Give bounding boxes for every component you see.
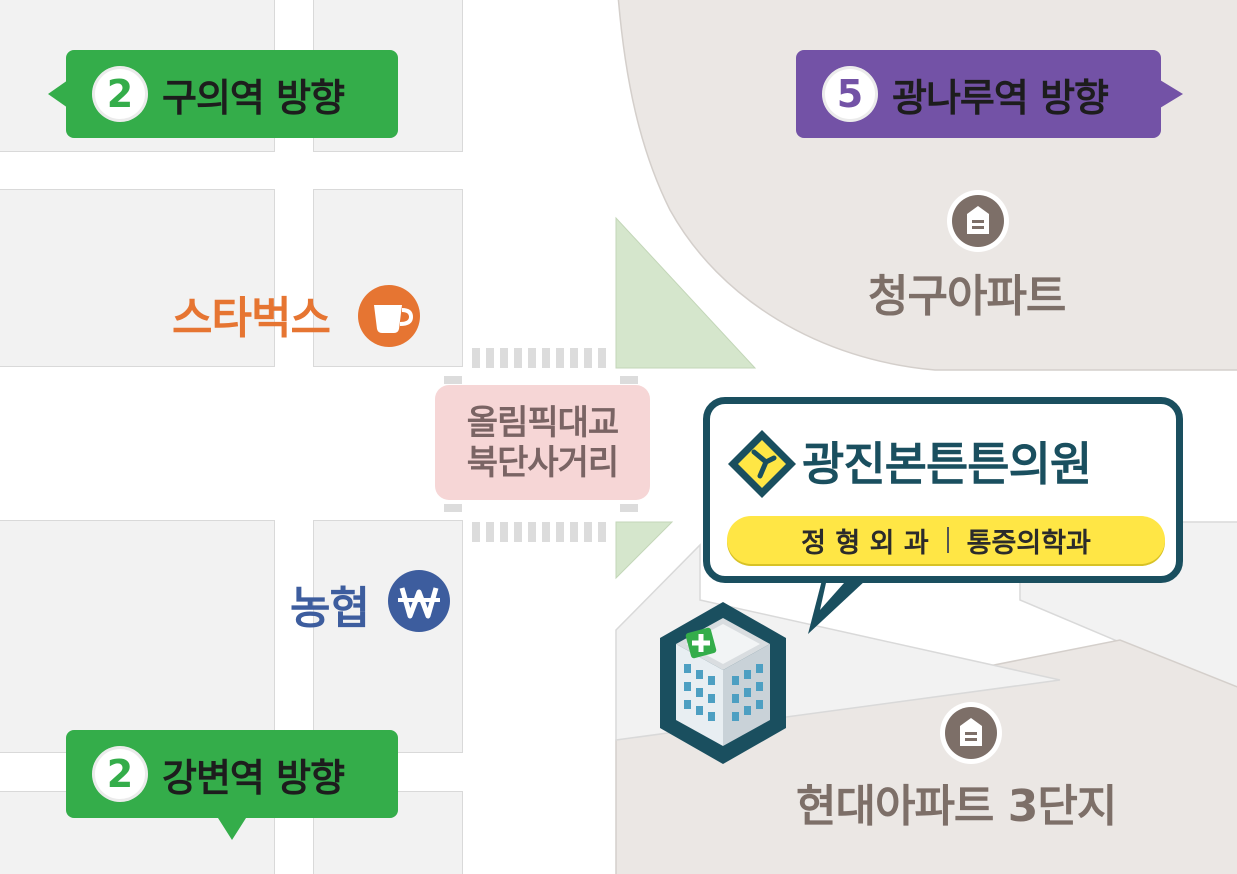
hospital-building-icon	[660, 602, 786, 764]
dept-pain-medicine: 통증의학과	[966, 527, 1091, 559]
direction-label: 강변역 방향	[162, 755, 345, 800]
cheonggu-apartment-label: 청구아파트	[868, 271, 1066, 322]
won-icon	[388, 570, 450, 632]
crosswalk-south	[472, 522, 606, 542]
intersection-line1: 올림픽대교	[466, 402, 619, 443]
city-block	[313, 520, 463, 753]
apartment-icon	[940, 702, 1002, 764]
hyundai-estate-area	[615, 639, 1237, 874]
green-area	[615, 216, 757, 369]
line2-badge: 2	[92, 746, 148, 802]
callout-pointer	[808, 580, 866, 634]
intersection-line2: 북단사거리	[466, 442, 619, 483]
green-area	[615, 521, 674, 580]
divider	[946, 527, 949, 553]
direction-label: 구의역 방향	[162, 75, 345, 120]
city-block	[0, 520, 275, 753]
arrow-right-icon	[1160, 80, 1183, 108]
apartment-icon	[947, 190, 1009, 252]
gwangnaru-station-direction: 5 광나루역 방향	[796, 50, 1161, 138]
nonghyup-label: 농협	[290, 583, 370, 634]
starbucks-label: 스타벅스	[172, 293, 331, 344]
crosswalk-north	[472, 348, 606, 368]
knee-logo-icon	[728, 430, 796, 498]
dept-orthopedics: 정 형 외 과	[801, 527, 929, 559]
intersection-label: 올림픽대교 북단사거리	[435, 385, 650, 500]
callout-pointer	[820, 574, 852, 610]
hyundai-apartment-label: 현대아파트 3단지	[796, 781, 1117, 832]
line5-badge: 5	[822, 66, 878, 122]
gangbyeon-station-direction: 2 강변역 방향	[66, 730, 398, 818]
coffee-cup-icon	[358, 285, 420, 347]
arrow-left-icon	[48, 80, 68, 108]
city-block	[0, 189, 275, 367]
direction-label: 광나루역 방향	[892, 75, 1109, 120]
clinic-callout: 광진본튼튼의원 정 형 외 과 통증의학과	[703, 397, 1183, 583]
clinic-departments: 정 형 외 과 통증의학과	[727, 516, 1165, 564]
line2-badge: 2	[92, 66, 148, 122]
arrow-down-icon	[218, 818, 246, 840]
clinic-name: 광진본튼튼의원	[802, 437, 1092, 491]
guui-station-direction: 2 구의역 방향	[66, 50, 398, 138]
